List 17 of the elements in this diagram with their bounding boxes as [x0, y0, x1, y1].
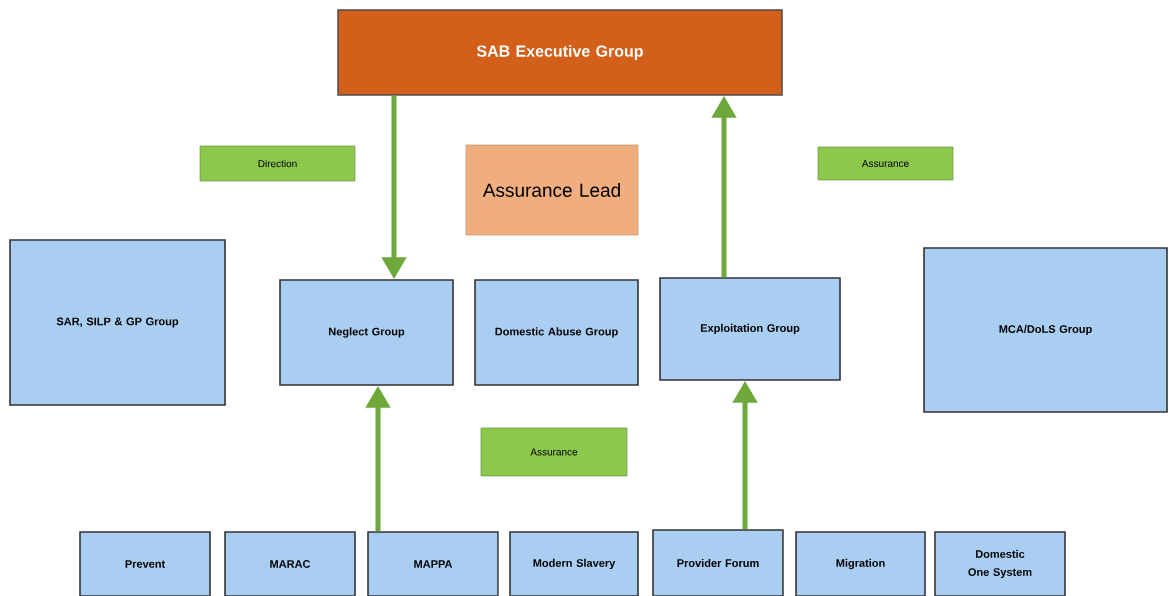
group-box: Modern Slavery — [509, 531, 639, 596]
label-box: Assurance — [817, 146, 954, 181]
group-box: MCA/DoLS Group — [923, 247, 1168, 413]
lead-box: Assurance Lead — [465, 144, 639, 236]
group-box: Neglect Group — [279, 279, 454, 386]
group-box: MAPPA — [367, 531, 499, 596]
label-box: Assurance — [480, 427, 628, 477]
rectangle-box: SAB Executive Group — [337, 9, 783, 96]
label-box: Direction — [199, 145, 356, 182]
group-box: Migration — [795, 531, 926, 596]
group-box: Exploitation Group — [659, 277, 841, 381]
group-box: Domestic One System — [934, 531, 1066, 596]
group-box: Prevent — [79, 531, 211, 596]
group-box: MARAC — [224, 531, 356, 596]
group-box: Domestic Abuse Group — [474, 279, 639, 386]
group-box: SAR, SILP & GP Group — [9, 239, 226, 406]
group-box: Provider Forum — [652, 529, 784, 596]
